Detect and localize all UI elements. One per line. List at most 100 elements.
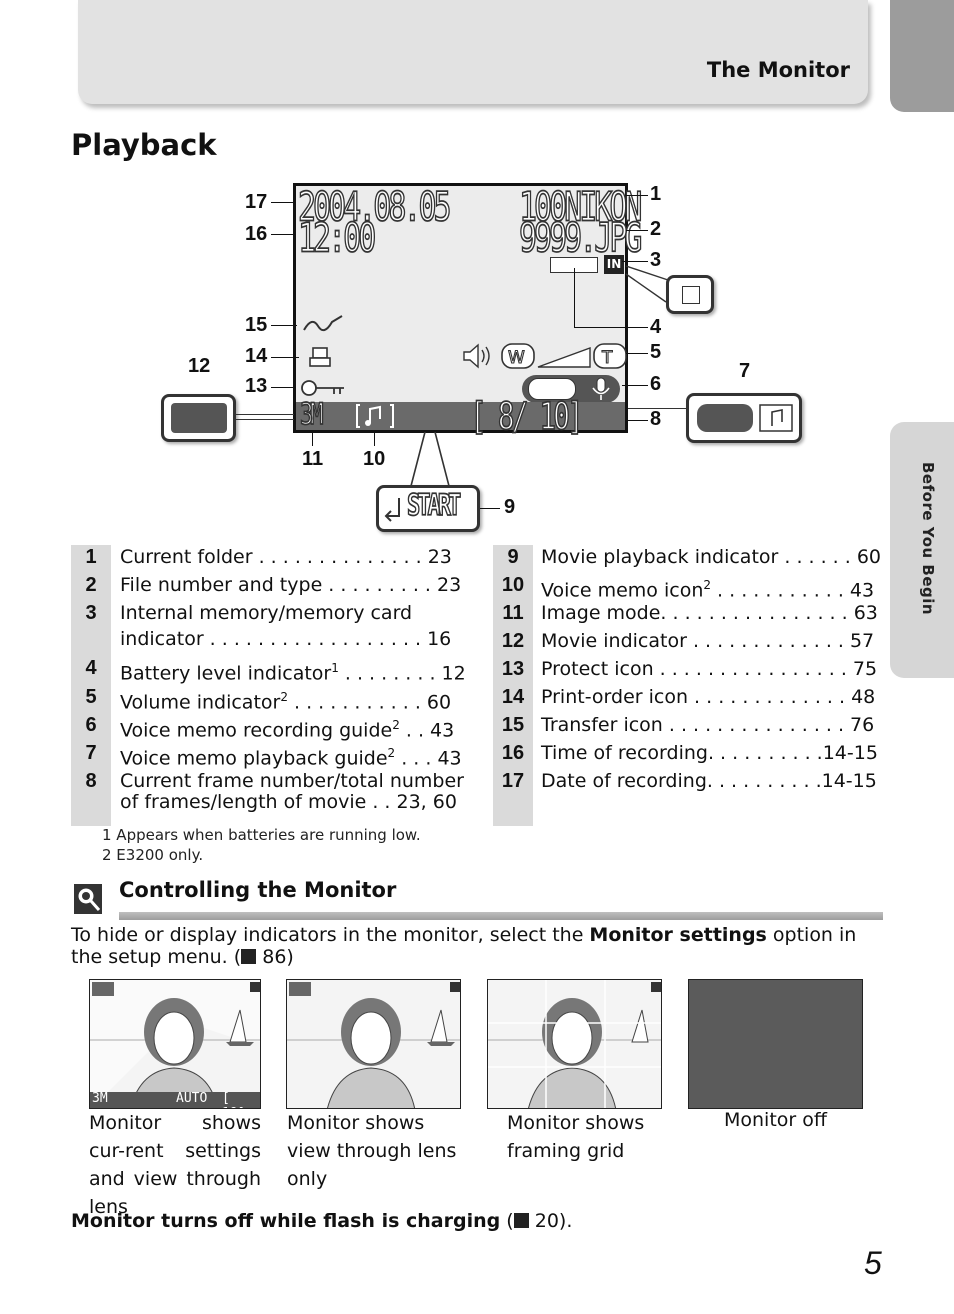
leader-6 bbox=[622, 385, 648, 386]
callout-13: 13 bbox=[245, 375, 268, 397]
section-body: To hide or display indicators in the mon… bbox=[71, 924, 857, 968]
image-mode-readout: 3M bbox=[299, 398, 324, 433]
header-title: The Monitor bbox=[706, 58, 850, 82]
callout-11: 11 bbox=[302, 448, 324, 470]
callout-6: 6 bbox=[650, 373, 662, 395]
leader-16 bbox=[271, 234, 295, 235]
footnote-2: 2 E3200 only. bbox=[102, 846, 204, 864]
popup-pointer-3 bbox=[625, 265, 669, 303]
leader-5 bbox=[626, 353, 648, 354]
monitor-diagram: 2004.08.05 12:00 100NIKON 9999.JPG IN W … bbox=[293, 183, 643, 436]
return-arrow-icon bbox=[384, 498, 400, 522]
voice-memo-playback-popup bbox=[686, 393, 802, 443]
tip-icon bbox=[74, 884, 102, 914]
thumb-monitor-off bbox=[688, 979, 863, 1109]
chapter-tab-label: Before You Begin bbox=[919, 462, 937, 616]
page-ref-icon bbox=[241, 949, 257, 964]
leader-13 bbox=[271, 387, 295, 388]
thumb-current-settings: 3M AUTO [ 19] bbox=[89, 979, 261, 1109]
voice-memo-recording-guide bbox=[522, 375, 620, 403]
memory-card-icon bbox=[682, 286, 700, 304]
time-readout: 12:00 bbox=[297, 214, 377, 263]
section-rule bbox=[119, 912, 883, 920]
leader-11 bbox=[312, 432, 313, 446]
callout-3: 3 bbox=[650, 249, 662, 271]
callout-5: 5 bbox=[650, 341, 662, 363]
leader-15 bbox=[271, 325, 297, 326]
svg-text:W: W bbox=[508, 348, 525, 368]
movie-playback-popup: START bbox=[376, 485, 480, 532]
thumb-mode-readout: 3M bbox=[92, 1091, 108, 1106]
leader-2 bbox=[626, 230, 648, 231]
chapter-tab-side bbox=[890, 422, 954, 678]
playback-voice-icon bbox=[759, 404, 793, 432]
transfer-icon bbox=[303, 315, 343, 332]
print-order-icon bbox=[309, 347, 331, 367]
folder-readout: 100NIKON bbox=[518, 183, 643, 232]
callout-1: 1 bbox=[650, 183, 662, 205]
legend-left-shade bbox=[71, 545, 111, 826]
caption-view-only: Monitor shows view through lens only bbox=[287, 1112, 457, 1190]
page-heading: Playback bbox=[71, 128, 217, 162]
magnifier-icon bbox=[78, 888, 101, 911]
callout-7: 7 bbox=[739, 360, 751, 382]
caption-monitor-off: Monitor off bbox=[724, 1109, 827, 1131]
leader-9 bbox=[480, 508, 500, 509]
menu-option-name: Monitor settings bbox=[589, 924, 767, 946]
svg-text:T: T bbox=[601, 348, 613, 368]
thumb-view-only bbox=[286, 979, 461, 1109]
callout-12: 12 bbox=[188, 355, 211, 377]
download-icon bbox=[528, 378, 576, 400]
callout-14: 14 bbox=[245, 345, 268, 367]
flash-note: Monitor turns off while flash is chargin… bbox=[71, 1210, 573, 1232]
protect-icon bbox=[301, 380, 344, 396]
leader-14 bbox=[271, 357, 299, 358]
memory-card-popup bbox=[666, 275, 714, 314]
movie-indicator-popup bbox=[161, 394, 236, 442]
portrait-illustration bbox=[287, 982, 460, 1108]
section-title: Controlling the Monitor bbox=[119, 878, 397, 902]
caption-framing-grid: Monitor shows framing grid bbox=[507, 1112, 645, 1162]
callout-2: 2 bbox=[650, 218, 662, 240]
thumb-frame-readout: [ 19] bbox=[222, 1091, 245, 1108]
leader-4 bbox=[574, 327, 648, 328]
thumb-flash-readout: AUTO bbox=[176, 1091, 208, 1106]
portrait-illustration bbox=[90, 980, 260, 1108]
thumb-framing-grid bbox=[487, 979, 662, 1109]
date-readout: 2004.08.05 bbox=[297, 183, 452, 232]
page-number: 5 bbox=[864, 1245, 882, 1281]
callout-10: 10 bbox=[363, 448, 386, 470]
leader-4v bbox=[574, 268, 575, 328]
callout-15: 15 bbox=[245, 314, 268, 336]
caption-current-settings: Monitor shows cur-rent settings and view… bbox=[89, 1112, 261, 1218]
voice-memo-icon bbox=[356, 404, 394, 428]
leader-8 bbox=[626, 420, 648, 421]
callout-8: 8 bbox=[650, 408, 662, 430]
callout-16: 16 bbox=[245, 223, 268, 245]
frame-counter: [ 8/ 10] bbox=[469, 393, 584, 439]
internal-memory-icon: IN bbox=[604, 255, 624, 274]
footnote-1: 1 Appears when batteries are running low… bbox=[102, 826, 421, 844]
leader-10 bbox=[374, 432, 375, 446]
page-ref-icon bbox=[513, 1213, 529, 1228]
popup-pointer bbox=[236, 414, 294, 420]
callout-17: 17 bbox=[245, 191, 268, 213]
legend-right-shade bbox=[493, 545, 533, 826]
microphone-icon bbox=[592, 377, 610, 400]
portrait-illustration bbox=[488, 980, 661, 1108]
movie-camera-icon bbox=[171, 403, 227, 433]
leader-3 bbox=[622, 261, 648, 262]
header-bar: The Monitor bbox=[78, 0, 868, 104]
leader-1 bbox=[626, 195, 648, 196]
callout-9: 9 bbox=[504, 496, 516, 518]
playback-download-icon bbox=[697, 404, 753, 432]
leader-17 bbox=[271, 202, 295, 203]
chapter-tab-top bbox=[890, 0, 954, 112]
file-readout: 9999.JPG bbox=[518, 214, 643, 263]
popup-pointer-7 bbox=[628, 408, 688, 409]
popup-pointer-9 bbox=[410, 432, 450, 487]
callout-4: 4 bbox=[650, 316, 662, 338]
volume-indicator: W T bbox=[463, 343, 627, 369]
start-label: START bbox=[406, 489, 462, 524]
status-bar: 3M [ 8/ 10] bbox=[296, 396, 625, 436]
